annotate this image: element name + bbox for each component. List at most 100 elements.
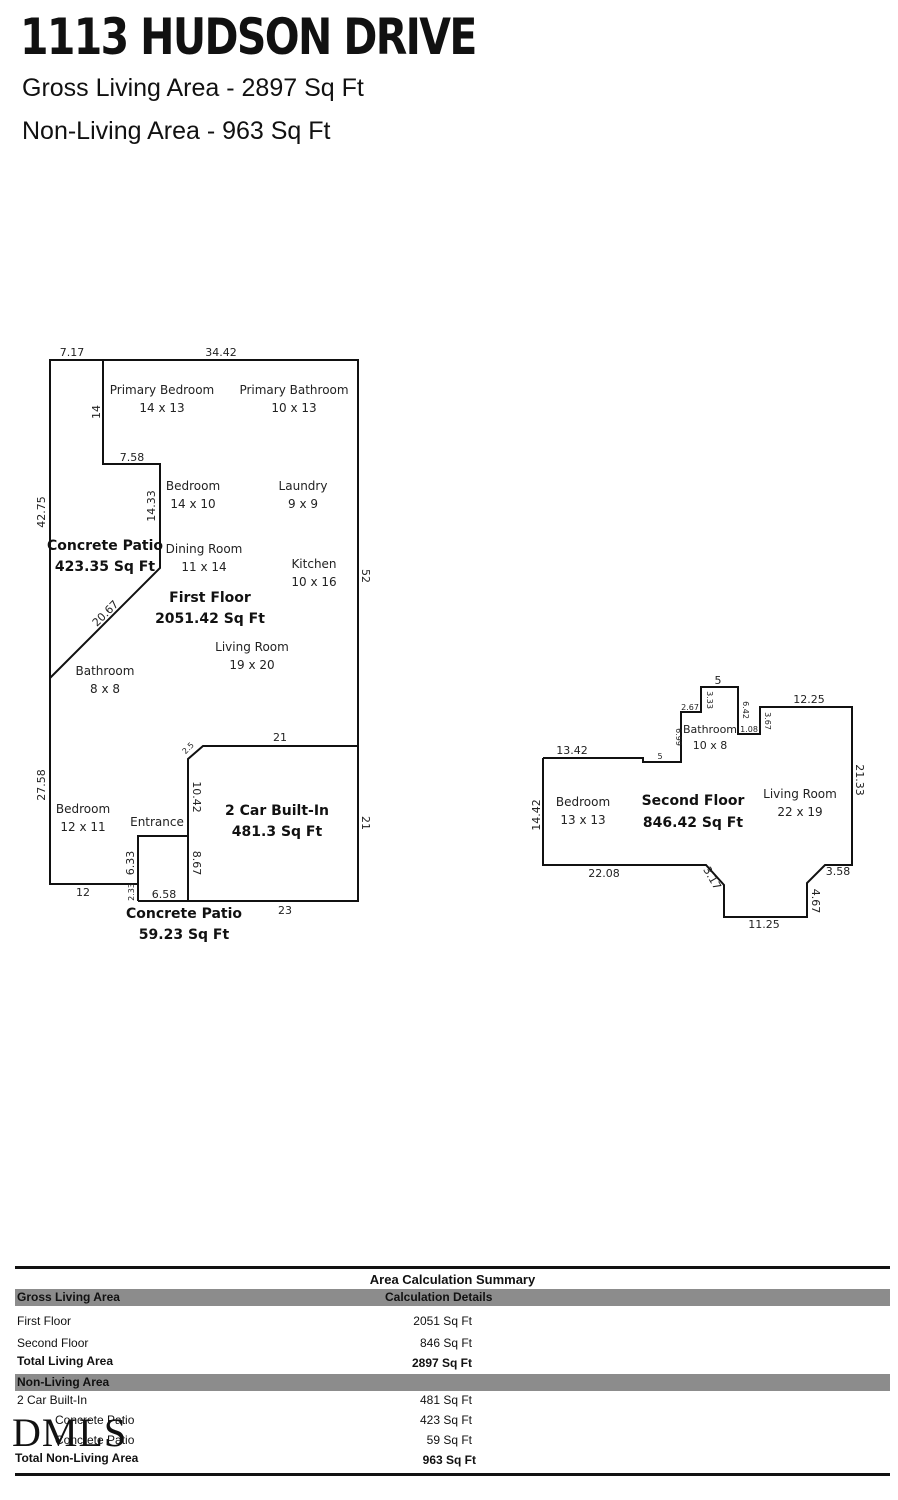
bedroom-label: Bedroom xyxy=(166,479,220,493)
bathroom-size: 10 x 8 xyxy=(693,739,728,752)
dimension-label: 8.67 xyxy=(190,851,203,876)
dimension-label: 3.33 xyxy=(705,691,714,709)
dimension-label: 21 xyxy=(359,816,372,830)
dimension-label: 7.58 xyxy=(120,451,145,464)
dimension-label: 1.08 xyxy=(740,725,758,734)
table-row: 2 Car Built-In 481 Sq Ft xyxy=(15,1391,890,1411)
divider xyxy=(15,1266,890,1269)
living-room-size: 22 x 19 xyxy=(777,805,822,819)
dimension-label: 3.17 xyxy=(700,864,724,892)
row-label: Concrete Patio xyxy=(55,1413,135,1427)
calculation-details-header: Calculation Details xyxy=(385,1290,493,1304)
dimension-label: 23 xyxy=(278,904,292,917)
entrance-label: Entrance xyxy=(130,815,184,829)
dining-room-size: 11 x 14 xyxy=(181,560,226,574)
gross-living-area-text: Gross Living Area - 2897 Sq Ft xyxy=(22,74,364,102)
dimension-label: 27.58 xyxy=(35,769,48,801)
bathroom-label: Bathroom xyxy=(683,723,737,736)
row-value: 481 Sq Ft xyxy=(419,1393,472,1407)
dimension-label: 6.42 xyxy=(741,701,750,719)
table-row: Concrete Patio 423 Sq Ft xyxy=(15,1411,890,1431)
dimension-label: 12 xyxy=(76,886,90,899)
row-value: 59 Sq Ft xyxy=(426,1433,472,1447)
table-row: Second Floor 846 Sq Ft xyxy=(15,1332,890,1354)
primary-bedroom-size: 14 x 13 xyxy=(139,401,184,415)
bedroom-size: 13 x 13 xyxy=(560,813,605,827)
first-floor-plan: Primary Bedroom 14 x 13 Primary Bathroom… xyxy=(35,346,372,943)
living-room-label: Living Room xyxy=(763,787,837,801)
row-value: 846 Sq Ft xyxy=(419,1336,472,1350)
dimension-label: 52 xyxy=(359,569,372,583)
dining-room-label: Dining Room xyxy=(166,542,243,556)
row-label: 2 Car Built-In xyxy=(17,1393,88,1407)
bedroom-label: Bedroom xyxy=(556,795,610,809)
concrete-patio-label: Concrete Patio xyxy=(47,538,163,554)
bathroom-label: Bathroom xyxy=(76,664,135,678)
living-room-size: 19 x 20 xyxy=(229,658,274,672)
kitchen-size: 10 x 16 xyxy=(291,575,336,589)
concrete-patio-label: Concrete Patio xyxy=(126,906,242,922)
floor-plan: Primary Bedroom 14 x 13 Primary Bathroom… xyxy=(35,346,866,943)
garage-label: 2 Car Built-In xyxy=(225,803,329,819)
laundry-label: Laundry xyxy=(279,479,328,493)
dimension-label: 12.25 xyxy=(793,693,825,706)
dimension-label: 14.33 xyxy=(145,490,158,522)
primary-bathroom-size: 10 x 13 xyxy=(271,401,316,415)
page-title: 1113 HUDSON DRIVE xyxy=(20,8,477,66)
dimension-label: 21 xyxy=(273,731,287,744)
bedroom-size: 12 x 11 xyxy=(60,820,105,834)
dimension-label: 20.67 xyxy=(90,598,121,629)
row-value: 423 Sq Ft xyxy=(419,1413,472,1427)
second-floor-label: Second Floor xyxy=(642,793,745,809)
total-row: Total Living Area 2897 Sq Ft xyxy=(15,1354,890,1374)
primary-bathroom-label: Primary Bathroom xyxy=(239,383,348,397)
dimension-label: 2.67 xyxy=(681,703,699,712)
total-value: 2897 Sq Ft xyxy=(411,1356,472,1370)
non-living-area-text: Non-Living Area - 963 Sq Ft xyxy=(22,117,331,145)
dimension-label: 3.67 xyxy=(763,712,772,730)
summary-title: Area Calculation Summary xyxy=(369,1272,536,1287)
dimension-label: 6.33 xyxy=(124,851,137,876)
row-label: Concrete Patio xyxy=(55,1433,135,1447)
area-summary-table: Area Calculation Summary Gross Living Ar… xyxy=(15,1266,890,1476)
table-row: First Floor 2051 Sq Ft xyxy=(15,1310,890,1332)
concrete-patio-area: 59.23 Sq Ft xyxy=(139,927,230,943)
dmls-logo: DMLS xyxy=(12,1410,128,1455)
row-label: First Floor xyxy=(17,1314,71,1328)
dimension-label: 4.67 xyxy=(809,889,822,914)
bedroom-size: 14 x 10 xyxy=(170,497,215,511)
kitchen-label: Kitchen xyxy=(291,557,336,571)
first-floor-inner-wall xyxy=(49,360,161,679)
second-floor-area: 846.42 Sq Ft xyxy=(643,815,743,831)
total-label: Total Non-Living Area xyxy=(15,1451,139,1465)
dimension-label: 5 xyxy=(715,674,722,687)
primary-bedroom-label: Primary Bedroom xyxy=(110,383,214,397)
dimension-label: 2.33 xyxy=(127,883,136,901)
bedroom-label: Bedroom xyxy=(56,802,110,816)
dimension-label: 13.42 xyxy=(556,744,588,757)
non-living-header: Non-Living Area xyxy=(15,1374,890,1391)
dimension-label: 11.25 xyxy=(748,918,780,931)
dimension-label: 22.08 xyxy=(588,867,620,880)
dimension-label: 6.99 xyxy=(674,728,683,746)
bathroom-size: 8 x 8 xyxy=(90,682,120,696)
second-floor-outline xyxy=(542,686,853,918)
dimension-label: 42.75 xyxy=(35,496,48,528)
row-label: Second Floor xyxy=(17,1336,89,1350)
non-living-header-label: Non-Living Area xyxy=(17,1375,110,1389)
dimension-label: 34.42 xyxy=(205,346,237,359)
divider xyxy=(15,1473,890,1476)
total-row: Total Non-Living Area 963 Sq Ft xyxy=(15,1451,890,1471)
dimension-label: 21.33 xyxy=(853,764,866,796)
dimension-label: 7.17 xyxy=(60,346,85,359)
dimension-label: 5 xyxy=(657,752,662,761)
laundry-size: 9 x 9 xyxy=(288,497,318,511)
gross-living-header: Gross Living Area Calculation Details xyxy=(15,1289,890,1306)
dimension-label: 14 xyxy=(90,405,103,419)
total-value: 963 Sq Ft xyxy=(422,1453,476,1467)
patio-outline xyxy=(49,359,188,885)
second-floor-plan: Bedroom 13 x 13 Bathroom 10 x 8 Living R… xyxy=(530,674,866,931)
first-floor-label: First Floor xyxy=(169,590,251,606)
row-value: 2051 Sq Ft xyxy=(413,1314,472,1328)
living-room-label: Living Room xyxy=(215,640,289,654)
